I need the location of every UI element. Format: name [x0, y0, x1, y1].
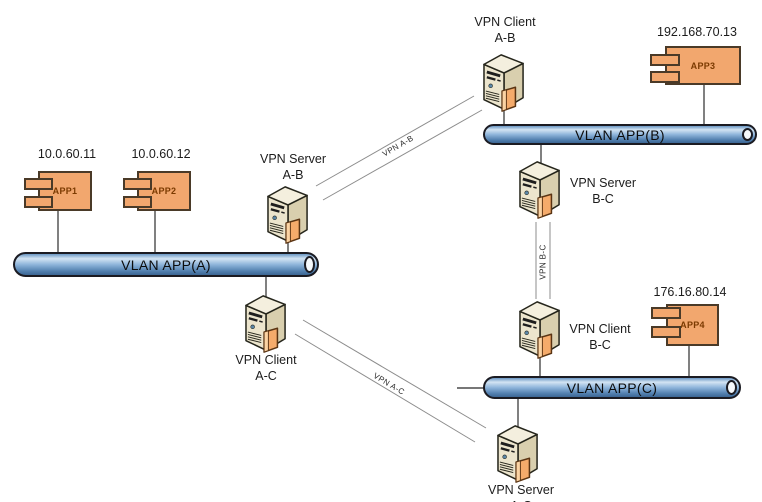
vpn-server-ac-label: VPN Server A-C [488, 483, 554, 502]
pipe-end-cap [726, 380, 737, 395]
vpn-ab-tunnel-line [322, 109, 483, 201]
app2-ip-label: 10.0.60.12 [131, 147, 191, 161]
vpn-client-ab-label: VPN Client A-B [474, 15, 536, 46]
vpn-client-ab-icon [480, 52, 528, 113]
component-tab [24, 178, 53, 190]
vlan-c-pipe: VLAN APP(C) [483, 376, 741, 399]
vpn-client-ac-icon [242, 293, 290, 354]
component-tab [123, 196, 152, 208]
vpn-server-bc-label: VPN Server B-C [570, 176, 636, 207]
vpn-ab-tunnel-line [315, 95, 475, 187]
app4-ip-label: 176.16.80.14 [653, 285, 727, 299]
component-tab [650, 54, 680, 66]
vlan-a-pipe: VLAN APP(A) [13, 252, 319, 277]
vpn-tunnel-lines [294, 95, 551, 443]
vlan-a-label: VLAN APP(A) [121, 256, 211, 273]
vpn-ac-tunnel-line [302, 319, 487, 429]
vpn-server-ab-label: VPN Server A-B [260, 152, 326, 183]
vlan-b-pipe: VLAN APP(B) [483, 124, 757, 145]
component-tab [651, 307, 681, 319]
vlan-b-label: VLAN APP(B) [575, 126, 665, 143]
vpn-client-ac-label: VPN Client A-C [235, 353, 297, 384]
server-tower-icon [242, 293, 290, 354]
vpn-server-ab-icon [264, 184, 312, 245]
vpn-bc-link-label: VPN B-C [538, 244, 548, 280]
vpn-client-bc-label: VPN Client B-C [569, 322, 631, 353]
app3-ip-label: 192.168.70.13 [657, 25, 737, 39]
component-tab [651, 326, 681, 338]
component-tab [123, 178, 152, 190]
app1-ip-label: 10.0.60.11 [37, 147, 97, 161]
server-tower-icon [264, 184, 312, 245]
component-tab [650, 71, 680, 83]
vpn-ac-tunnel-line [294, 333, 476, 443]
server-tower-icon [494, 423, 542, 484]
server-tower-icon [480, 52, 528, 113]
vpn-server-ac-icon [494, 423, 542, 484]
vlan-c-label: VLAN APP(C) [566, 379, 658, 396]
component-tab [24, 196, 53, 208]
pipe-end-cap [742, 128, 753, 141]
pipe-end-cap [304, 256, 315, 273]
